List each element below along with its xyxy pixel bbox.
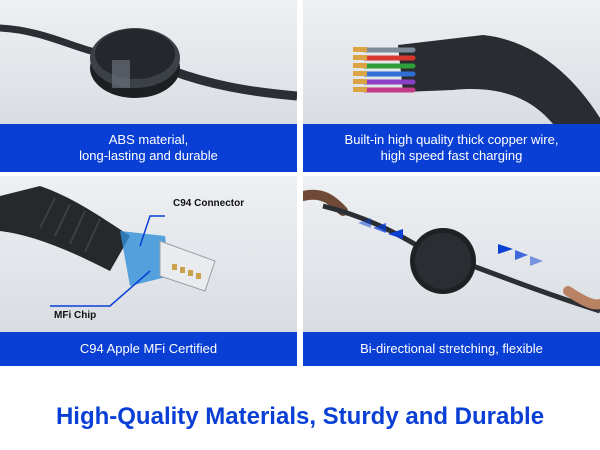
retractable-cable-illustration	[303, 189, 600, 314]
abs-caption: ABS material, long-lasting and durable	[0, 124, 297, 172]
feature-panel-abs: ABS material, long-lasting and durable	[0, 0, 297, 176]
caption-line: Bi-directional stretching, flexible	[360, 341, 543, 356]
copper-caption: Built-in high quality thick copper wire,…	[303, 124, 600, 172]
feature-panel-copper: Built-in high quality thick copper wire,…	[303, 0, 600, 176]
lightning-connector-illustration	[0, 186, 216, 307]
mfi-caption: C94 Apple MFi Certified	[0, 332, 297, 366]
connector-label: C94 Connector	[173, 198, 245, 209]
caption-line: high speed fast charging	[380, 148, 523, 163]
feature-panel-mfi: C94 Connector MFi Chip C94 Apple MFi Cer…	[0, 176, 297, 366]
abs-housing-image	[0, 0, 297, 124]
stretch-image	[303, 176, 600, 332]
caption-line: C94 Apple MFi Certified	[79, 341, 218, 356]
caption-line: Built-in high quality thick copper wire,	[344, 132, 559, 147]
stretch-caption: Bi-directional stretching, flexible	[303, 332, 600, 366]
page-headline: High-Quality Materials, Sturdy and Durab…	[55, 403, 545, 430]
copper-wire-image	[303, 0, 600, 124]
feature-panel-stretch: Bi-directional stretching, flexible	[303, 176, 600, 366]
chip-label: MFi Chip	[54, 310, 97, 321]
copper-wire-illustration	[353, 35, 600, 124]
caption-line: ABS material,	[108, 132, 189, 147]
caption-line: long-lasting and durable	[79, 148, 218, 163]
connector-image: C94 Connector MFi Chip	[0, 176, 297, 332]
abs-housing-illustration	[0, 24, 297, 101]
